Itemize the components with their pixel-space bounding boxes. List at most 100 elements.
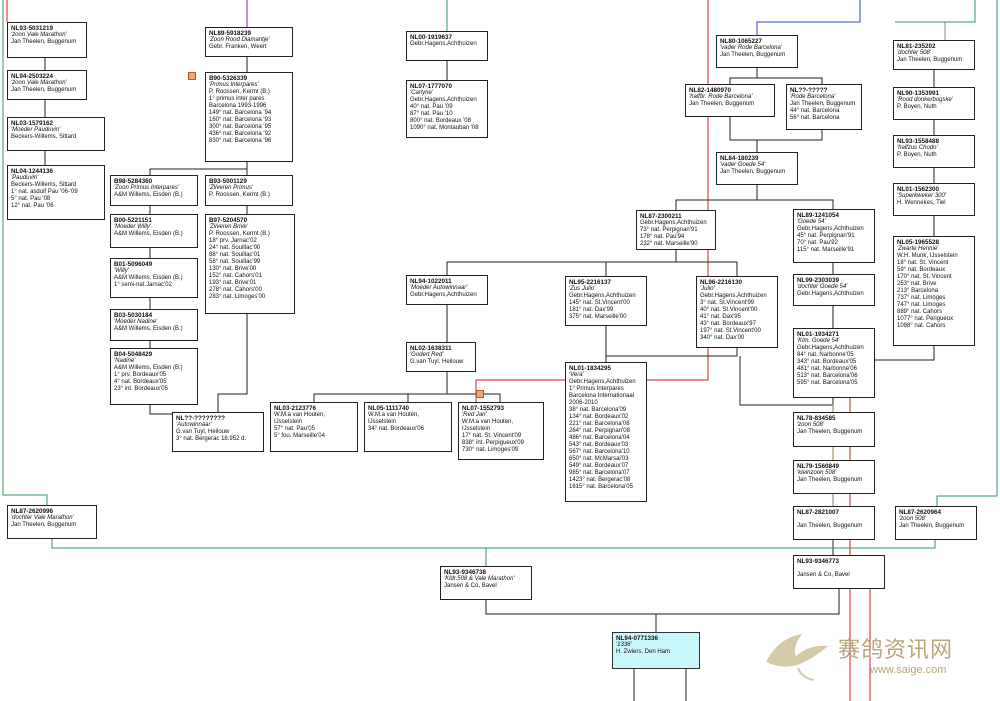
card-line: 88° nat. Souillac'01 — [209, 252, 261, 258]
ring-number: NL89-5918239 — [209, 30, 252, 37]
pedigree-card[interactable]: B97-5204570'Zilveren Brive'P. Roossen, K… — [205, 214, 295, 314]
ring-number: NL94-1022011 — [410, 278, 452, 285]
card-line: 838° int. Perpigueux'09 — [462, 440, 524, 446]
card-line: 'zoon Vale Marathon' — [11, 32, 67, 38]
pedigree-card[interactable]: B04-5048429'Nadine'A&M Willems, Eisden (… — [110, 348, 198, 405]
ring-number: NL78-834585 — [797, 415, 836, 422]
pedigree-card[interactable]: NL96-2216130'Julio'Gebr.Hagens,Achthuize… — [696, 276, 778, 348]
connector — [51, 539, 936, 566]
pedigree-card[interactable]: NL93-5031219'zoon Vale Marathon'Jan Thee… — [7, 22, 87, 58]
pedigree-card[interactable]: NL01-1834295'Vera'Gebr.Hagens,Achthuizen… — [565, 362, 647, 502]
pedigree-card[interactable]: NL87-2620996'dochter Vale Marathon'Jan T… — [7, 505, 97, 539]
card-line: 'Rood donkerbogske' — [897, 97, 953, 103]
connector — [605, 326, 738, 362]
card-line: 'Klm. Goede 54' — [797, 338, 840, 344]
pedigree-card[interactable]: B01-5096049'Willy'A&M Willems, Eisden (B… — [110, 258, 198, 298]
connector — [875, 346, 935, 361]
pedigree-card[interactable]: NL89-1241054'Goede 54'Gebr.Hagens,Achthu… — [793, 209, 875, 263]
card-line: 73° nat. Perpignan'91 — [640, 227, 698, 233]
card-line: 737° nat. Limoges — [897, 295, 946, 301]
card-line: 5° nat. Pau '08 — [11, 196, 51, 202]
card-line: G.van Tuyl, Heilouw — [176, 429, 230, 435]
pedigree-card[interactable]: NL79-1560849'kleinzoon 508'Jan Theelen, … — [793, 460, 875, 494]
card-line: 3° nat. Bergerac 18.952 d. — [176, 436, 247, 442]
card-line: IJsselstein — [274, 419, 303, 425]
card-line: 'Goede 54' — [797, 219, 826, 225]
pedigree-card[interactable]: NL99-2303039'dochter Goede 54'Gebr.Hagen… — [793, 274, 875, 306]
card-line: 343° nat. Bordeaux'05 — [797, 359, 857, 365]
card-line: P. Boyen, Nuth — [897, 152, 937, 158]
pedigree-card[interactable]: NL02-1638311'Godert Red'G.van Tuyl, Heil… — [406, 342, 476, 372]
pedigree-card[interactable]: NL94-1022011'Moeder Autowinnaar'Gebr.Hag… — [406, 275, 488, 305]
pedigree-card[interactable]: NL78-834585'zoon 508'Jan Theelen, Buggen… — [793, 412, 875, 447]
ring-number: NL93-5031219 — [11, 25, 54, 32]
watermark-en: www.saige.com — [870, 664, 947, 676]
pedigree-card[interactable]: NL95-2216137'Zus Julio'Gebr.Hagens,Achth… — [565, 276, 647, 326]
card-line: 595° nat. Barcelona'05 — [797, 380, 858, 386]
pedigree-card[interactable]: NL04-1244136'Pauduvin'Beckers-Willems, S… — [7, 165, 105, 220]
pedigree-card[interactable]: NL93-9346773 Jansen & Co, Bavel — [793, 555, 885, 589]
card-line: P. Boyen, Nuth — [897, 104, 937, 110]
ring-number: NL01-1834295 — [569, 365, 612, 372]
pedigree-card[interactable]: B03-5030184'Moeder Nadine'A&M Willems, E… — [110, 309, 198, 341]
pedigree-card[interactable]: NL87-2620964'zoon 508'Jan Theelen, Bugge… — [895, 506, 977, 540]
pedigree-card[interactable]: B98-5284360'Zoon Primus Interpares'A&M W… — [110, 175, 198, 206]
ring-number: NL93-9346738 — [444, 569, 487, 576]
pedigree-card[interactable]: NL80-1065227'vader Rode Barcelona'Jan Th… — [716, 35, 798, 68]
card-line: 'vader Rode Barcelona' — [720, 45, 782, 51]
ring-number: NL07-1552793 — [462, 405, 505, 412]
card-line: 40° nat. Pau '09 — [410, 104, 453, 110]
card-line: 'dochter 508' — [897, 50, 931, 56]
card-line: 40° nat. St.Vincent'00 — [700, 307, 758, 313]
pedigree-card[interactable]: NL94-0771336'1336'H. Zwiers, Den Ham — [612, 632, 700, 669]
card-line: 'Zus Julio' — [569, 286, 596, 292]
pedigree-card[interactable]: NL07-1777070'Carlyne'Gebr.Hagens,Achthui… — [406, 80, 488, 138]
pedigree-card[interactable]: NL01-1934271'Klm. Goede 54'Gebr.Hagens,A… — [793, 328, 875, 398]
pedigree-card[interactable]: NL89-5918239'Zoon Rood Diamantje'Gebr. F… — [205, 27, 293, 57]
pedigree-card[interactable]: NL93-1558488'halfzus Chodo'P. Boyen, Nut… — [893, 135, 975, 168]
pedigree-card[interactable]: NL03-1579162'Moeder Pauduvin'Beckers-Wil… — [7, 117, 105, 151]
card-line: 1090° nat. Montauban '08 — [410, 125, 479, 131]
ring-number: B98-5284360 — [114, 178, 153, 185]
pedigree-card[interactable]: NL??-?????'Rode Barcelona'Jan Theelen, B… — [786, 84, 862, 130]
card-line: 481° nat. Narbonne'06 — [797, 366, 857, 372]
pedigree-card[interactable]: NL81-235202'dochter 508'Jan Theelen, Bug… — [893, 40, 975, 70]
card-line: 56° nat. Barcelona — [790, 115, 840, 121]
pedigree-card[interactable]: NL90-1353991'Rood donkerbogske'P. Boyen,… — [893, 87, 975, 120]
pedigree-card[interactable]: NL01-1562300'Superkweker 300'H. Wennekes… — [893, 183, 975, 216]
card-line: G.van Tuyl, Heilouw — [410, 359, 464, 365]
connector — [936, 0, 998, 506]
pedigree-card[interactable]: NL07-1552793'Red Jan'W.M.a van Houten,IJ… — [458, 402, 544, 460]
card-line: 197° nat. St.Vincent'00 — [700, 328, 761, 334]
card-line: 'Superkweker 300' — [897, 193, 946, 199]
pedigree-card[interactable]: B93-5001129'Zilveren Primus'P. Roossen, … — [205, 175, 293, 206]
card-line: Gebr.Hagens,Achthuizen — [797, 345, 864, 351]
note-icon[interactable] — [476, 390, 484, 398]
card-line: 747° nat. Limoges — [897, 302, 946, 308]
card-line: 'zoon 508' — [797, 422, 824, 428]
pedigree-card[interactable]: NL94-2503224'zoon Vale Marathon'Jan Thee… — [7, 70, 87, 100]
pedigree-card[interactable]: B00-5221151'Moeder Willy'A&M Willems, Ei… — [110, 214, 198, 248]
ring-number: NL90-1353991 — [897, 90, 940, 97]
pedigree-card[interactable]: NL87-2821007 Jan Theelen, Buggenum — [793, 506, 875, 540]
connector — [756, 0, 861, 35]
card-line: H. Wennekes, Tiel — [897, 200, 946, 206]
card-line: 34° nat. Bordeaux'06 — [368, 426, 424, 432]
ring-number: NL05-1965528 — [897, 239, 940, 246]
card-line: 59° nat. Bordeaux — [897, 267, 946, 273]
pedigree-card[interactable]: NL82-1480970'halfbr. Rode Barcelona'Jan … — [685, 84, 775, 117]
note-icon[interactable] — [188, 72, 196, 80]
card-line: Gebr.Hagens,Achthuizen — [640, 220, 707, 226]
pedigree-card[interactable]: NL93-9346738'Kldr.508 & Vale Marathon'Ja… — [440, 566, 532, 600]
card-line: Jansen & Co, Bavel — [797, 572, 850, 578]
ring-number: NL89-1241054 — [797, 212, 840, 219]
pedigree-card[interactable]: NL05-1965528'Zwarte Hennie'W.H. Munk, IJ… — [893, 236, 975, 346]
pedigree-card[interactable]: NL84-180239'vader Goede 54'Jan Theelen, … — [716, 152, 798, 185]
pedigree-card[interactable]: B90-5326339'Primus Interpares'P. Roossen… — [205, 72, 293, 162]
card-line: 253° nat. Brive — [897, 281, 937, 287]
pedigree-card[interactable]: NL??-????????'Autowinnaar'G.van Tuyl, He… — [172, 412, 264, 452]
